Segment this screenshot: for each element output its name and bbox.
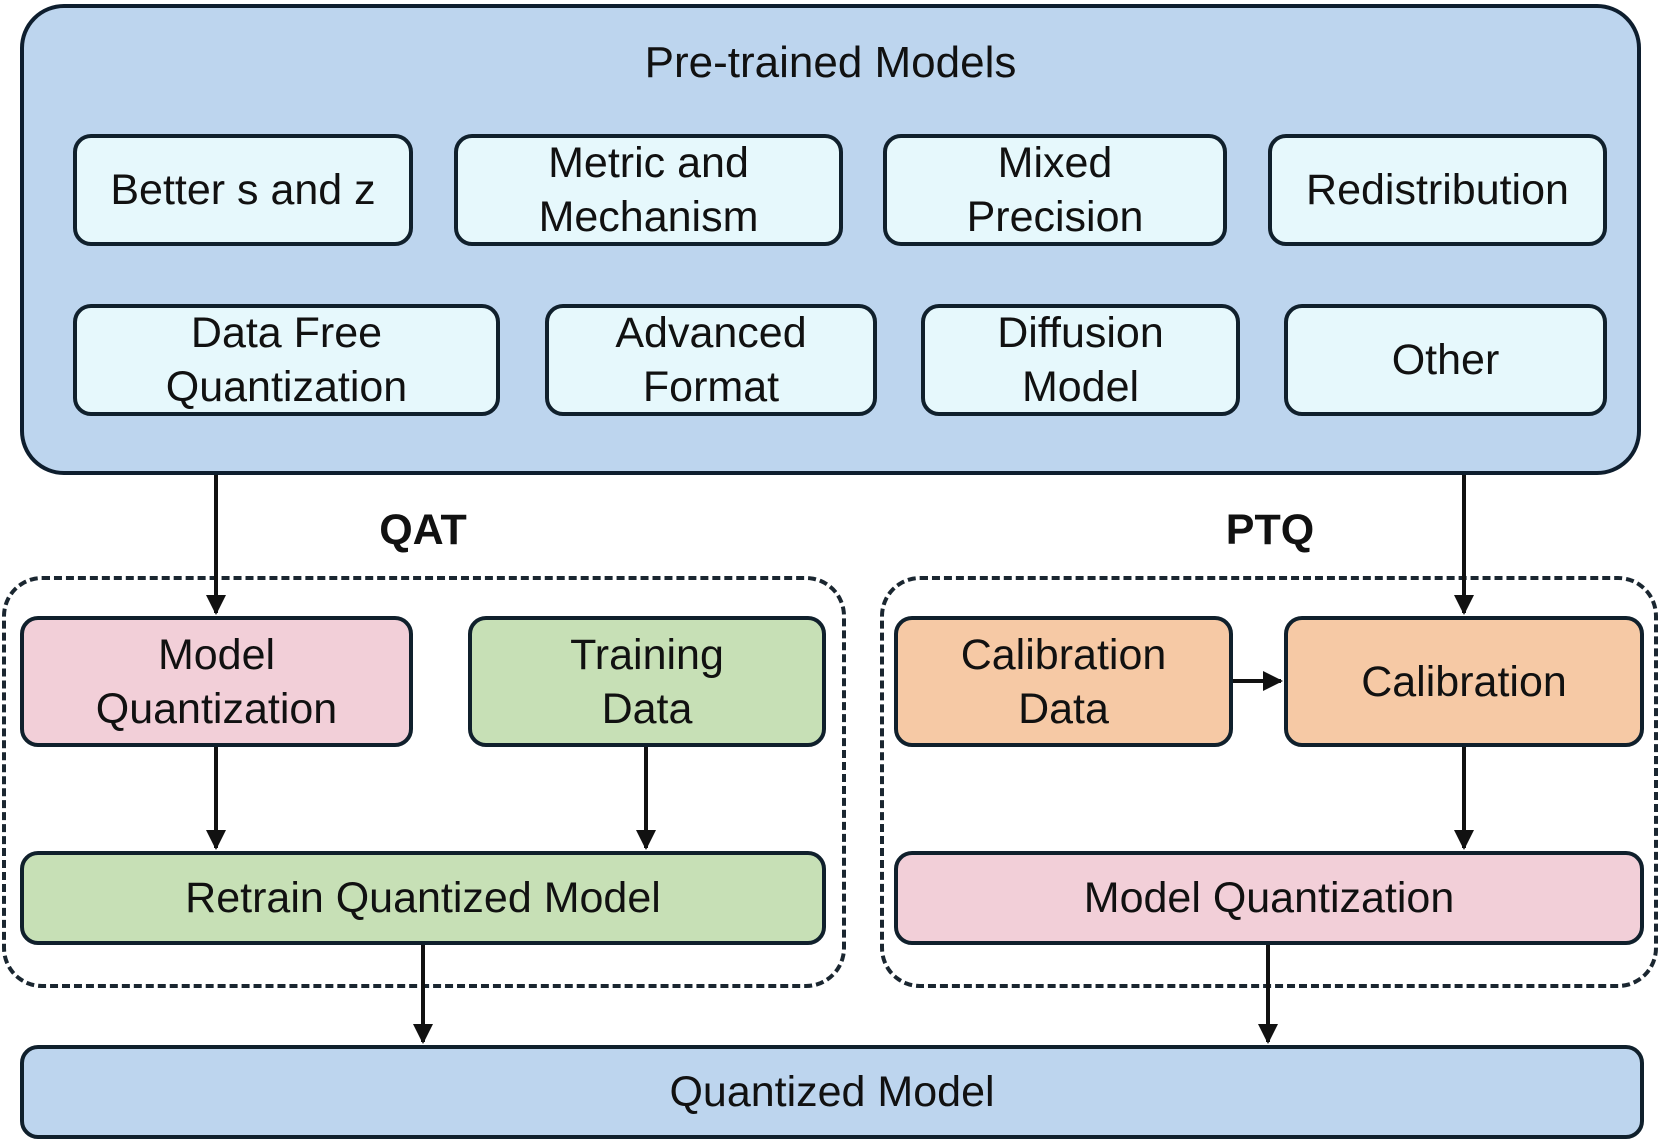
quantized-model-box: Quantized Model — [20, 1045, 1644, 1139]
technique-metric-and-mechanism: Metric and Mechanism — [454, 134, 843, 246]
pretrained-models-title: Pre-trained Models — [644, 38, 1017, 87]
technique-better-s-and-z: Better s and z — [73, 134, 413, 246]
technique-mixed-precision: Mixed Precision — [883, 134, 1227, 246]
technique-other: Other — [1284, 304, 1607, 416]
technique-advanced-format: Advanced Format — [545, 304, 877, 416]
qat-training-data-box: Training Data — [468, 616, 826, 747]
ptq-calibration-box: Calibration — [1284, 616, 1644, 747]
qat-model-quantization-box: Model Quantization — [20, 616, 413, 747]
qat-label: QAT — [379, 506, 467, 554]
ptq-model-quantization-box: Model Quantization — [894, 851, 1644, 945]
technique-data-free-quantization: Data Free Quantization — [73, 304, 500, 416]
technique-diffusion-model: Diffusion Model — [921, 304, 1240, 416]
qat-retrain-quantized-model-box: Retrain Quantized Model — [20, 851, 826, 945]
technique-redistribution: Redistribution — [1268, 134, 1607, 246]
ptq-calibration-data-box: Calibration Data — [894, 616, 1233, 747]
ptq-label: PTQ — [1225, 506, 1315, 554]
